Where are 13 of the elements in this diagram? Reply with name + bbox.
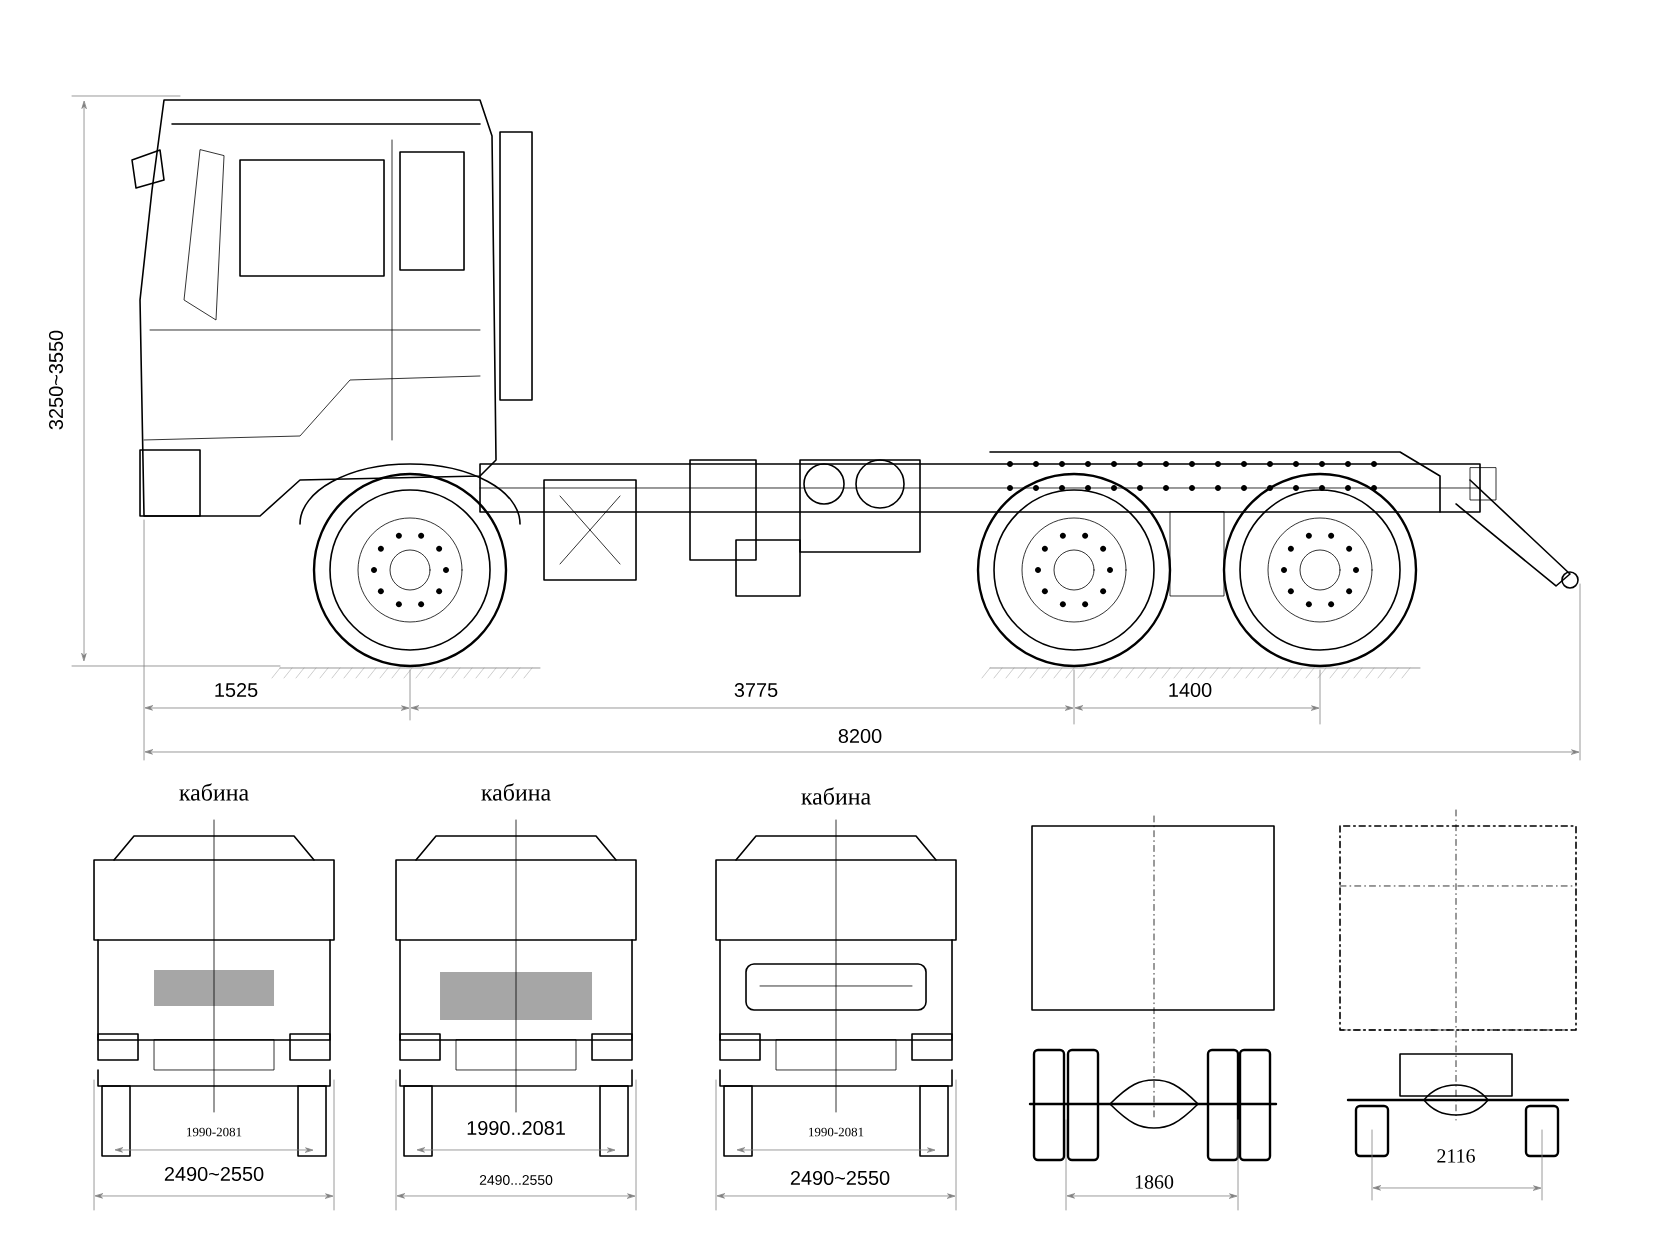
dimension-text: 3250~3550	[46, 327, 66, 433]
dimension-text: 1525	[211, 680, 261, 700]
view-caption: кабина	[478, 781, 554, 803]
dimension-text: 1400	[1165, 680, 1215, 700]
dimension-text: 2490~2550	[161, 1164, 267, 1184]
dimension-text: 2116	[1434, 1147, 1478, 1165]
dimension-text: 8200	[835, 726, 885, 746]
dimension-text: 2490~2550	[787, 1168, 893, 1188]
dimension-text: 1860	[1132, 1173, 1176, 1191]
view-caption: кабина	[798, 785, 874, 807]
dimension-text: 3775	[731, 680, 781, 700]
dimension-text: 1990..2081	[464, 1118, 568, 1138]
view-caption: кабина	[176, 781, 252, 803]
